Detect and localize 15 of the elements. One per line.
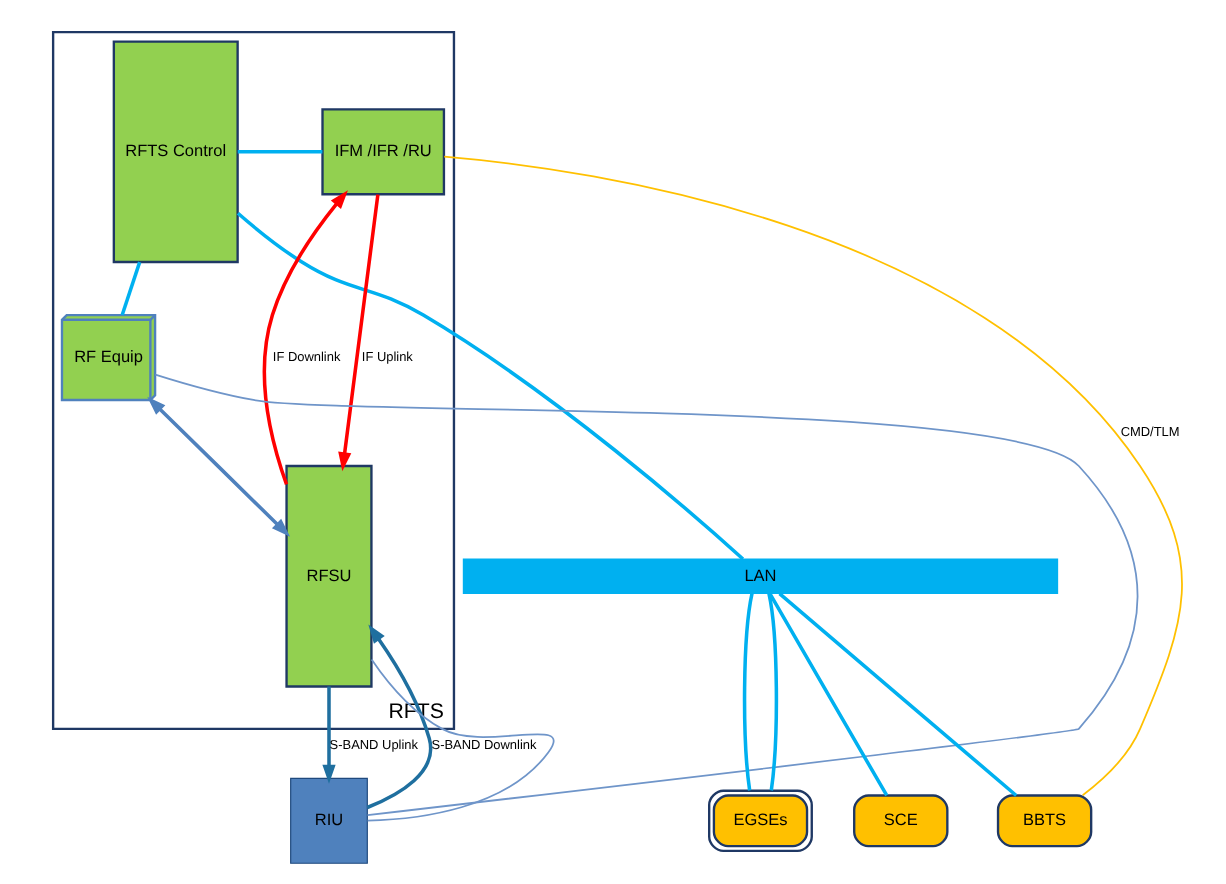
arrow [262,189,348,484]
arrow [338,193,380,471]
connector [154,372,1139,816]
arrow [147,395,291,536]
connector [742,592,754,790]
connector [767,592,779,790]
connector [778,591,1018,796]
connector [366,657,555,821]
connector [443,154,1183,796]
connector [768,591,889,796]
connector [120,260,142,315]
connector [237,149,323,153]
arrow [366,623,433,809]
connector [236,210,745,560]
arrow [322,685,336,783]
